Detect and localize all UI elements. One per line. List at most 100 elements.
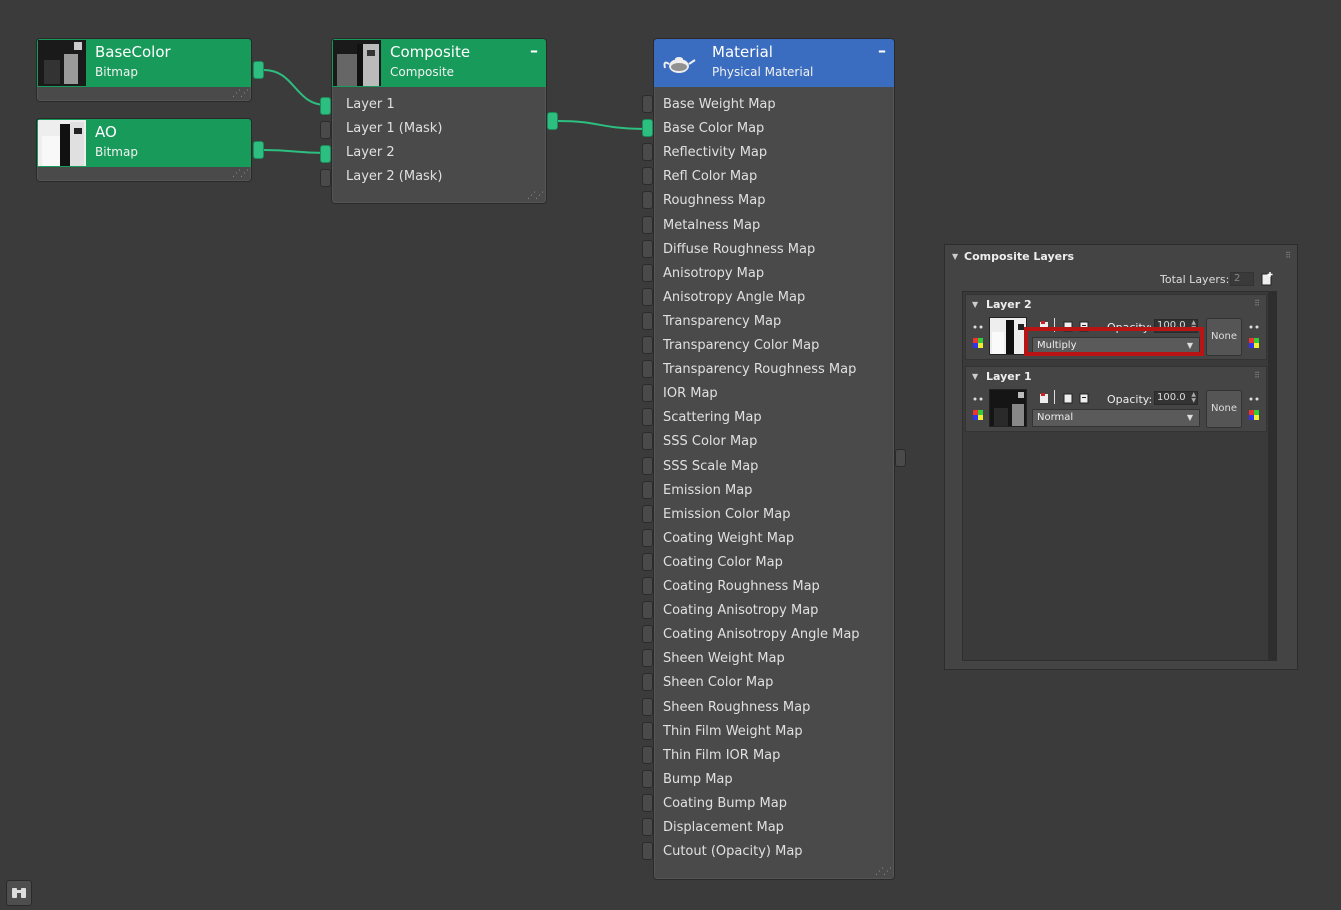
material-slot-label: Cutout (Opacity) Map	[663, 844, 803, 860]
material-input-socket[interactable]	[642, 818, 653, 836]
blend-mode-dropdown[interactable]: Normal ▼	[1032, 409, 1200, 427]
ao-node[interactable]: AO Bitmap ⋰⋰	[36, 118, 252, 182]
material-input-socket[interactable]	[642, 191, 653, 210]
highlight-box	[1024, 327, 1204, 356]
wire-ao-to-layer2	[263, 149, 327, 154]
material-input-socket[interactable]	[642, 480, 653, 499]
material-slot-label: Reflectivity Map	[663, 145, 768, 161]
material-slot-label: Coating Anisotropy Angle Map	[663, 627, 860, 643]
material-input-socket[interactable]	[642, 504, 653, 523]
spinner-arrows-icon[interactable]: ▲▼	[1191, 391, 1196, 404]
basecolor-node[interactable]: BaseColor Bitmap ⋰⋰	[36, 38, 252, 102]
material-input-socket[interactable]	[642, 336, 653, 354]
mask-color-correct-icon[interactable]	[1248, 409, 1260, 421]
material-slot-label: SSS Color Map	[663, 434, 758, 450]
material-slot-label: Refl Color Map	[663, 169, 758, 185]
collapse-triangle-icon[interactable]: ▼	[952, 252, 959, 261]
material-input-socket[interactable]	[642, 769, 653, 788]
color-correct-icon[interactable]	[972, 409, 984, 421]
resize-grip-icon[interactable]: ⋰⋰	[232, 169, 249, 179]
blend-mode-value: Multiply	[1037, 340, 1077, 351]
composite-output-socket[interactable]	[547, 112, 558, 130]
composite-input-socket-layer2-mask[interactable]	[320, 169, 331, 187]
material-slot-label: Anisotropy Angle Map	[663, 289, 806, 305]
ao-output-socket[interactable]	[253, 141, 264, 159]
mask-color-correct-icon[interactable]	[1248, 337, 1260, 349]
minimize-icon[interactable]: –	[530, 41, 538, 60]
material-input-socket[interactable]	[642, 577, 653, 595]
layer-grip-icon[interactable]: ⠿	[1254, 371, 1260, 380]
duplicate-layer-icon[interactable]	[1062, 320, 1074, 332]
material-input-socket[interactable]	[642, 745, 653, 764]
material-input-socket[interactable]	[642, 239, 653, 258]
composite-input-socket-layer1-mask[interactable]	[320, 121, 331, 139]
resize-grip-icon[interactable]: ⋰⋰	[875, 867, 892, 877]
material-input-socket[interactable]	[642, 601, 653, 620]
material-input-socket[interactable]	[642, 408, 653, 427]
opacity-spinner[interactable]: 100.0 ▲▼	[1154, 391, 1198, 405]
rename-layer-icon[interactable]	[1078, 392, 1090, 404]
composite-thumbnail	[333, 40, 381, 86]
chevron-down-icon: ▼	[1186, 413, 1193, 422]
material-input-socket[interactable]	[642, 528, 653, 547]
material-input-socket[interactable]	[642, 311, 653, 330]
material-slot-label: Bump Map	[663, 771, 733, 787]
basecolor-output-socket[interactable]	[253, 61, 264, 79]
material-slot-label: Transparency Map	[663, 313, 782, 329]
material-input-socket[interactable]	[642, 552, 653, 571]
material-input-socket[interactable]	[642, 167, 653, 186]
material-input-socket[interactable]	[642, 95, 653, 113]
material-input-socket[interactable]	[642, 360, 653, 379]
material-input-socket[interactable]	[642, 456, 653, 475]
resize-grip-icon[interactable]: ⋰⋰	[527, 191, 544, 201]
material-slot-label: Diffuse Roughness Map	[663, 241, 816, 257]
panel-grip-icon[interactable]: ⠿	[1285, 251, 1291, 260]
material-input-socket[interactable]	[642, 384, 653, 403]
layers-scrollbar[interactable]	[1268, 292, 1276, 660]
material-slot-label: Anisotropy Map	[663, 265, 765, 281]
composite-node[interactable]: Composite Composite – Layer 1 Layer 1 (M…	[331, 38, 547, 204]
material-output-socket[interactable]	[895, 449, 906, 467]
add-layer-icon[interactable]	[1259, 271, 1275, 287]
material-node[interactable]: Material Physical Material – Base Weight…	[653, 38, 895, 880]
layer-thumbnail[interactable]	[989, 317, 1027, 355]
material-input-socket[interactable]	[642, 263, 653, 282]
delete-layer-icon[interactable]	[1038, 392, 1050, 404]
layer-grip-icon[interactable]: ⠿	[1254, 299, 1260, 308]
color-correct-icon[interactable]	[972, 337, 984, 349]
material-input-socket[interactable]	[642, 649, 653, 668]
mask-map-button[interactable]: None	[1206, 318, 1242, 356]
minimize-icon[interactable]: –	[878, 41, 886, 60]
delete-layer-icon[interactable]	[1038, 320, 1050, 332]
composite-input-socket-layer2[interactable]	[320, 145, 331, 163]
collapse-triangle-icon[interactable]: ▼	[972, 300, 979, 309]
rename-layer-icon[interactable]	[1078, 320, 1090, 332]
resize-grip-icon[interactable]: ⋰⋰	[232, 89, 249, 99]
material-input-socket[interactable]	[642, 215, 653, 234]
mask-visibility-toggle-icon[interactable]	[1248, 321, 1260, 333]
material-input-socket[interactable]	[642, 143, 653, 162]
mask-map-button[interactable]: None	[1206, 390, 1242, 428]
separator	[1054, 318, 1055, 332]
navigator-button[interactable]	[6, 880, 32, 906]
visibility-toggle-icon[interactable]	[972, 393, 984, 405]
material-input-socket[interactable]	[642, 697, 653, 716]
composite-input-socket-layer1[interactable]	[320, 97, 331, 115]
material-input-socket[interactable]	[642, 119, 653, 138]
visibility-toggle-icon[interactable]	[972, 321, 984, 333]
material-input-socket[interactable]	[642, 287, 653, 306]
layer-thumbnail[interactable]	[989, 389, 1027, 427]
material-slot-label: IOR Map	[663, 386, 718, 402]
material-input-socket[interactable]	[642, 432, 653, 451]
material-input-socket[interactable]	[642, 721, 653, 740]
material-input-socket[interactable]	[642, 793, 653, 812]
material-input-socket[interactable]	[642, 673, 653, 692]
material-slot-label: Sheen Color Map	[663, 675, 774, 691]
material-input-socket[interactable]	[642, 625, 653, 644]
material-input-socket[interactable]	[642, 842, 653, 861]
duplicate-layer-icon[interactable]	[1062, 392, 1074, 404]
collapse-triangle-icon[interactable]: ▼	[972, 372, 979, 381]
material-slot-label: Thin Film Weight Map	[663, 723, 803, 739]
mask-visibility-toggle-icon[interactable]	[1248, 393, 1260, 405]
opacity-value: 100.0	[1157, 320, 1186, 331]
